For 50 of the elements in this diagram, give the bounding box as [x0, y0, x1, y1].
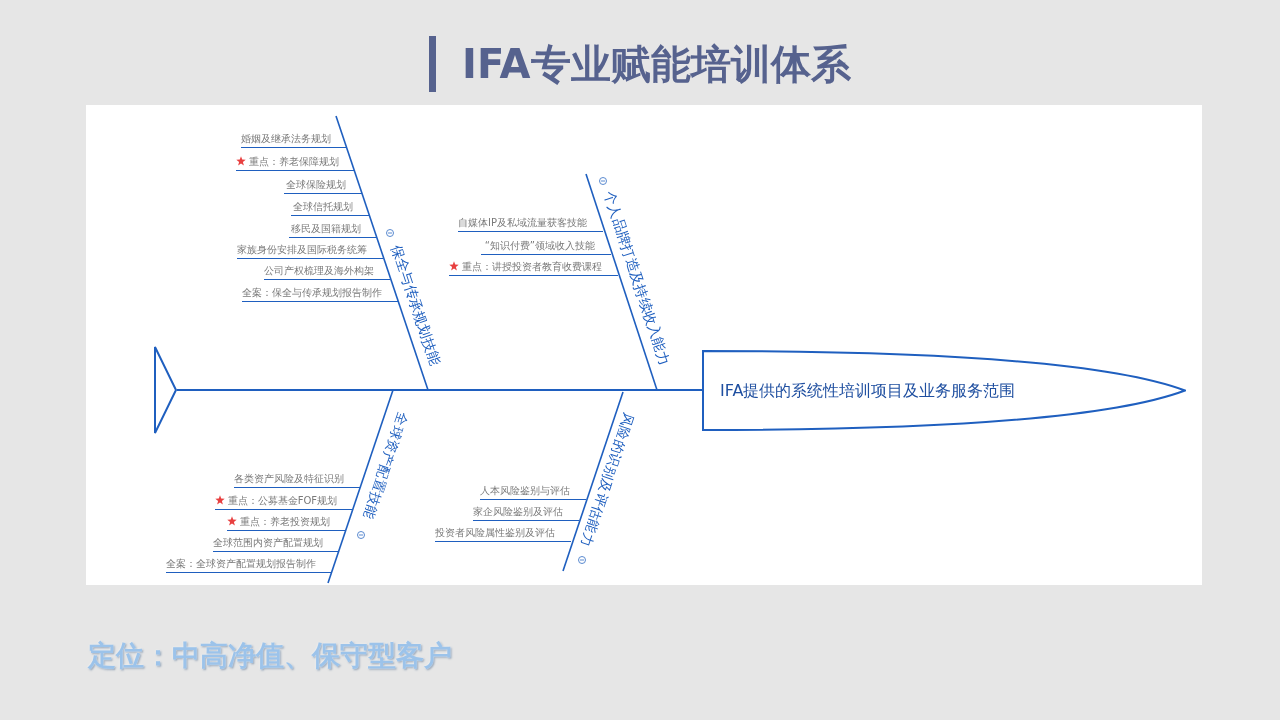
item-text: 重点：公募基金FOF规划	[227, 495, 337, 506]
branch-item	[214, 493, 353, 510]
item-text: 全案：保全与传承规划报告制作	[242, 287, 382, 298]
item-text: 重点：讲授投资者教育收费课程	[462, 261, 602, 272]
item-text: 公司产权梳理及海外构架	[264, 265, 374, 276]
bone-line	[585, 173, 658, 391]
branch-item	[480, 483, 586, 500]
item-text: 全案：全球资产配置规划报告制作	[166, 558, 316, 569]
bone-line	[327, 389, 394, 584]
branch-item	[435, 525, 571, 542]
item-text: 重点：养老保障规划	[249, 156, 339, 167]
branch-item	[264, 263, 390, 280]
branch-item	[237, 242, 383, 259]
item-text: 移民及国籍规划	[291, 223, 361, 234]
item-text: 投资者风险属性鉴别及评估	[435, 527, 555, 538]
spine-line	[176, 389, 704, 391]
item-text: 重点：养老投资规划	[240, 516, 330, 527]
branch-item	[213, 535, 339, 552]
branch-item	[241, 131, 347, 148]
head-text: IFA提供的系统性培训项目及业务服务范围	[720, 379, 1016, 402]
branch-item	[227, 514, 346, 531]
item-text: 全球信托规划	[293, 201, 353, 212]
branch-item	[458, 215, 603, 232]
item-text: 家企风险鉴别及评估	[473, 506, 563, 517]
bone-label: 全球资产配置技能	[358, 409, 412, 522]
branch-item	[234, 471, 360, 488]
branch-item	[449, 259, 618, 276]
item-text: “知识付费”领域收入技能	[484, 240, 595, 251]
bone-line	[335, 115, 429, 391]
item-text: 家族身份安排及国际税务统筹	[237, 244, 367, 255]
branch-item	[242, 285, 398, 302]
bone-label: 个人品牌打造及持续收入能力	[600, 188, 674, 368]
branch-item	[289, 221, 377, 238]
item-text: 自媒体IP及私域流量获客技能	[458, 217, 587, 228]
branch-item	[473, 504, 579, 521]
bone-line	[562, 391, 624, 572]
item-text: 全球保险规划	[286, 179, 346, 190]
branch-item	[166, 556, 332, 573]
branch-item	[284, 177, 362, 194]
branch-item	[481, 238, 611, 255]
bone-label: 风险的识别及评估能力	[576, 410, 638, 549]
item-text: 婚姻及继承法务规划	[241, 133, 331, 144]
positioning-note: 定位：中高净值、保守型客户	[88, 638, 452, 674]
title: IFA专业赋能培训体系	[462, 40, 851, 89]
item-text: 人本风险鉴别与评估	[480, 485, 570, 496]
item-text: 全球范围内资产配置规划	[213, 537, 323, 548]
branch-item	[236, 154, 355, 171]
item-text: 各类资产风险及特征识别	[234, 473, 344, 484]
bone-label: 保全与传承规划技能	[387, 242, 445, 368]
branch-item	[291, 199, 369, 216]
